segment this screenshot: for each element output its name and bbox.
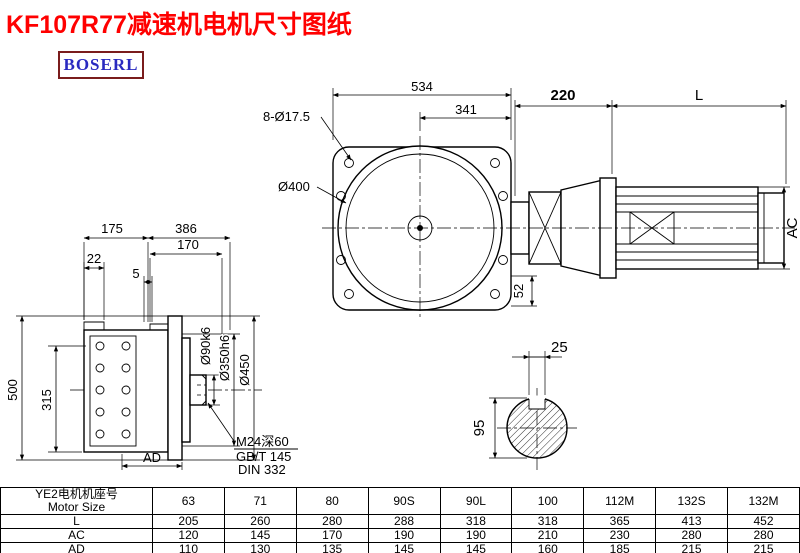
shaft-dia-label: Ø90k6 <box>198 327 213 365</box>
note-din: DIN 332 <box>238 462 286 477</box>
table-cell: 145 <box>223 528 297 543</box>
top-view-dimensions: 534 341 8-Ø17.5 Ø400 220 L AC 52 <box>263 79 800 307</box>
table-row: L 205 260 280 288 318 318 365 413 452 <box>0 514 800 529</box>
page-title: KF107R77减速机电机尺寸图纸 <box>6 11 352 39</box>
table-header-cn: YE2电机机座号 <box>35 487 118 501</box>
table-cell: 318 <box>439 514 513 529</box>
table-cell: 215 <box>655 542 728 553</box>
dim-315: 315 <box>39 389 54 411</box>
table-cell: 170 <box>295 528 369 543</box>
dim-25: 25 <box>551 339 568 356</box>
motor-size-table: YE2电机机座号 Motor Size 63 71 80 90S 90L 100… <box>0 487 800 553</box>
row-label: AC <box>0 528 153 543</box>
side-view-dimensions: 175 386 170 22 5 500 315 Ø90k6 Ø350h6 <box>4 221 298 477</box>
table-cell: 90L <box>439 487 513 515</box>
dim-175: 175 <box>101 221 123 236</box>
table-header-row: YE2电机机座号 Motor Size 63 71 80 90S 90L 100… <box>0 487 800 515</box>
table-row: AC 120 145 170 190 190 210 230 280 280 <box>0 528 800 543</box>
table-cell: 230 <box>583 528 657 543</box>
table-cell: 90S <box>367 487 441 515</box>
dim-170: 170 <box>177 237 199 252</box>
table-cell: 413 <box>655 514 728 529</box>
table-row: AD 110 130 135 145 145 160 185 215 215 <box>0 542 800 553</box>
row-label: L <box>0 514 153 529</box>
table-cell: 365 <box>583 514 657 529</box>
table-cell: 135 <box>295 542 369 553</box>
table-cell: 160 <box>511 542 585 553</box>
dim-386: 386 <box>175 221 197 236</box>
table-cell: 130 <box>223 542 297 553</box>
table-cell: 210 <box>511 528 585 543</box>
flange-dia-label: Ø400 <box>278 179 310 194</box>
table-cell: 100 <box>511 487 585 515</box>
dim-ac: AC <box>784 217 800 238</box>
note-m24: M24深60 <box>236 434 289 449</box>
dim-534: 534 <box>411 79 433 94</box>
table-cell: 63 <box>152 487 225 515</box>
table-cell: 185 <box>583 542 657 553</box>
table-cell: 205 <box>152 514 225 529</box>
table-cell: 132S <box>655 487 728 515</box>
dim-95: 95 <box>471 420 488 437</box>
table-cell: 132M <box>727 487 800 515</box>
dimension-drawing: 534 341 8-Ø17.5 Ø400 220 L AC 52 <box>4 79 800 477</box>
table-cell: 80 <box>295 487 369 515</box>
table-header-en: Motor Size <box>47 500 106 514</box>
dim-ad: AD <box>143 450 161 465</box>
note-gbt: GB/T 145 <box>236 449 291 464</box>
table-cell: 190 <box>439 528 513 543</box>
table-cell: 71 <box>223 487 297 515</box>
table-cell: 112M <box>583 487 657 515</box>
dim-5: 5 <box>132 266 139 281</box>
dim-500: 500 <box>5 379 20 401</box>
table-header-cell: YE2电机机座号 Motor Size <box>0 487 153 515</box>
table-cell: 280 <box>295 514 369 529</box>
table-cell: 280 <box>727 528 800 543</box>
dim-220: 220 <box>550 87 575 104</box>
side-view-body <box>70 315 262 461</box>
table-cell: 120 <box>152 528 225 543</box>
flange450-label: Ø450 <box>237 354 252 386</box>
table-cell: 452 <box>727 514 800 529</box>
table-cell: 190 <box>367 528 441 543</box>
dim-52: 52 <box>511 284 526 298</box>
row-label: AD <box>0 542 153 553</box>
bolt-holes-label: 8-Ø17.5 <box>263 109 310 124</box>
motor-fins <box>616 195 758 261</box>
table-cell: 260 <box>223 514 297 529</box>
dim-22: 22 <box>87 251 101 266</box>
dim-l: L <box>695 87 703 104</box>
table-cell: 215 <box>727 542 800 553</box>
table-cell: 110 <box>152 542 225 553</box>
table-cell: 145 <box>367 542 441 553</box>
table-cell: 280 <box>655 528 728 543</box>
face-bolt-holes <box>95 341 131 439</box>
dim-341: 341 <box>455 102 477 117</box>
spigot-dia-label: Ø350h6 <box>217 335 232 381</box>
table-cell: 288 <box>367 514 441 529</box>
table-cell: 145 <box>439 542 513 553</box>
shaft-section-view: 25 95 <box>471 339 577 470</box>
brand-logo: BOSERL <box>58 51 144 79</box>
table-cell: 318 <box>511 514 585 529</box>
